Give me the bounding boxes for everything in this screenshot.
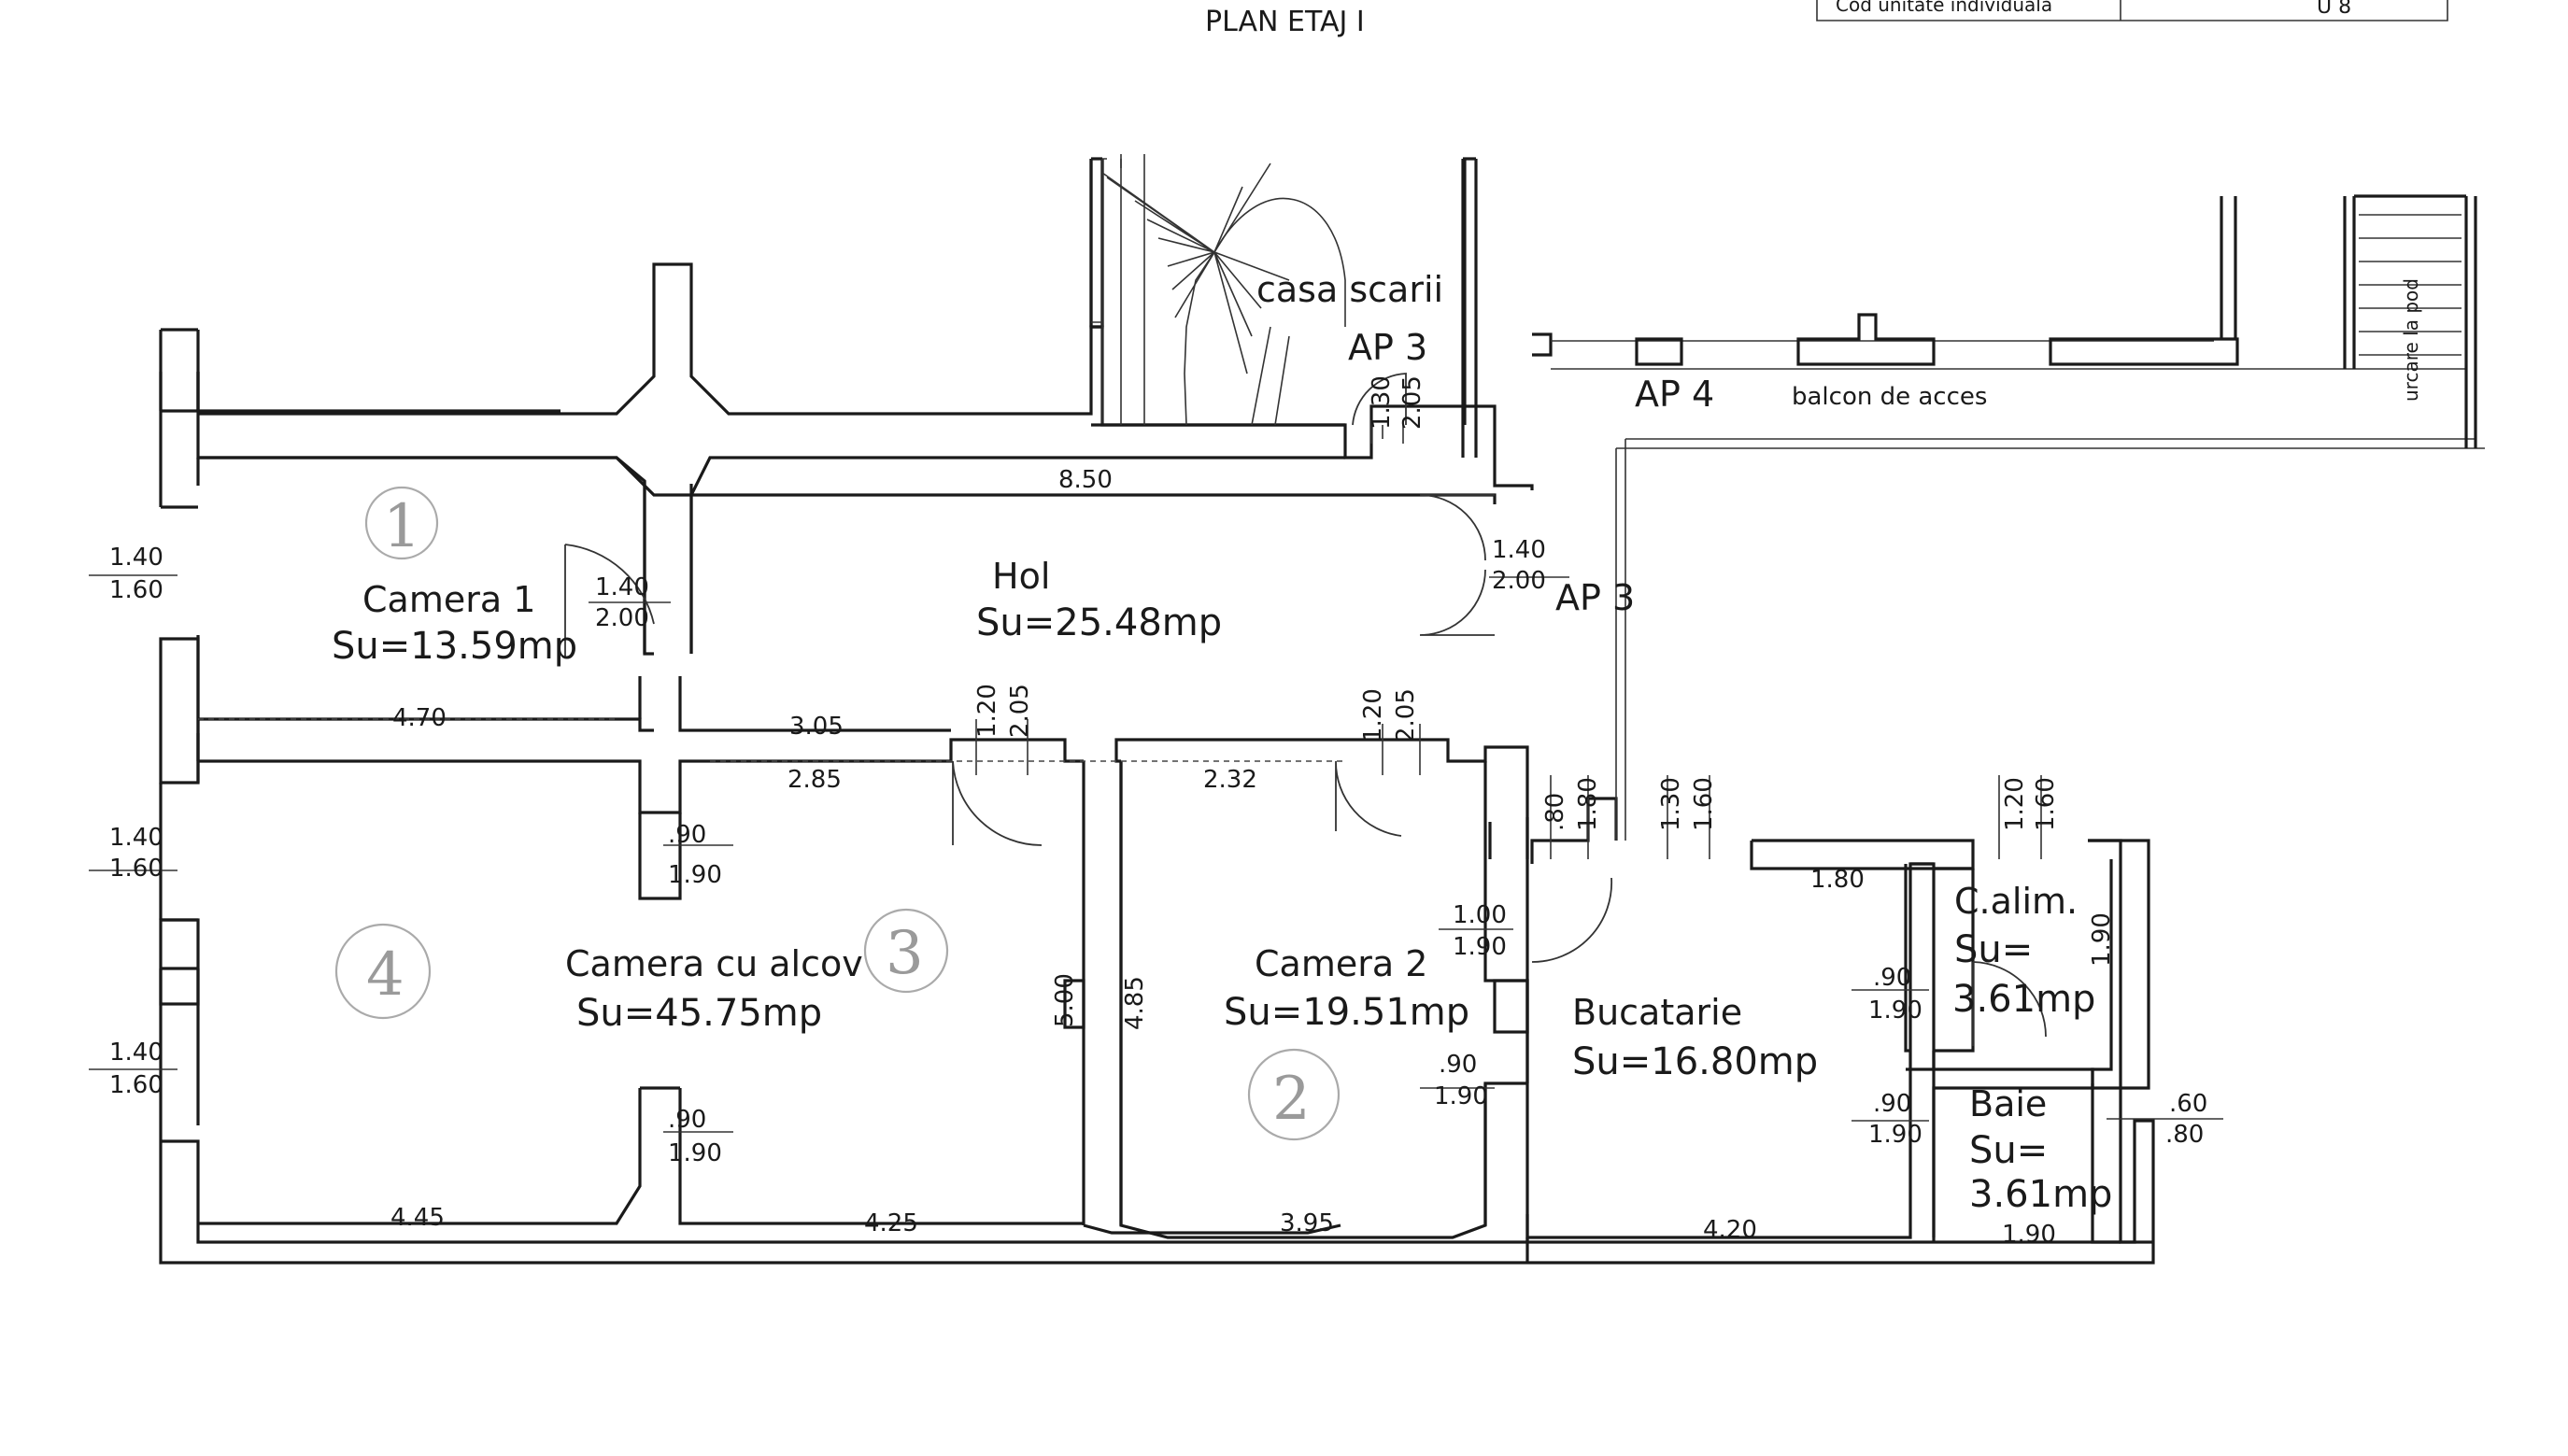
- dim-da2-top: .90: [668, 1106, 706, 1134]
- dim-k3-a: 1.20: [2001, 777, 2029, 831]
- dim-da1-top: .90: [668, 821, 706, 849]
- room-area-baie-label: Su=: [1969, 1129, 2048, 1172]
- dim-c2-b: 2.05: [1392, 688, 1420, 742]
- dim-w2-top: 1.40: [109, 824, 163, 852]
- room-area-hol: Su=25.48mp: [976, 601, 1222, 644]
- dim-k3-b: 1.60: [2032, 777, 2060, 831]
- dim-k2-b: 1.60: [1690, 777, 1718, 831]
- room-name-calim: C.alim.: [1954, 881, 2078, 922]
- dim-dc2-bot: 1.90: [1453, 933, 1507, 961]
- dim-k2-a: 1.30: [1657, 777, 1685, 831]
- dim-190-bottom: 1.90: [2002, 1221, 2056, 1249]
- dim-dap-top: 1.40: [1492, 536, 1546, 564]
- label-casa-scarii: casa scarii: [1256, 269, 1443, 310]
- dim-dk-top: .90: [1873, 964, 1911, 992]
- dim-stair-b: 2.05: [1398, 375, 1426, 430]
- plan-title: PLAN ETAJ I: [1205, 6, 1365, 38]
- dimension-lines: [89, 420, 2223, 1133]
- room-area-alcov: Su=45.75mp: [576, 992, 822, 1035]
- mark-room3: 3: [886, 919, 924, 988]
- dim-w3-bot: 1.60: [109, 1071, 163, 1099]
- dim-bw-top: .60: [2169, 1090, 2207, 1118]
- dim-bw-bot: .80: [2165, 1121, 2204, 1149]
- mark-room4: 4: [366, 940, 404, 1010]
- windows: [159, 918, 1529, 1034]
- dim-850: 8.50: [1058, 466, 1113, 494]
- mark-room1: 1: [383, 492, 421, 561]
- vertical-dimensions: 1.30 2.05 1.20 2.05 1.20 2.05 .80 1.80 1…: [973, 375, 2060, 831]
- dim-da2-bot: 1.90: [668, 1139, 722, 1167]
- room-name-bucatarie: Bucatarie: [1572, 992, 1742, 1033]
- interior-walls: [196, 635, 1936, 1242]
- dim-c2-a: 1.20: [1359, 688, 1387, 742]
- room-area-baie-value: 3.61mp: [1969, 1173, 2112, 1216]
- label-balcon: balcon de acces: [1792, 383, 1987, 411]
- room-area-bucatarie: Su=16.80mp: [1572, 1040, 1818, 1083]
- dim-k1-b: 1.80: [1574, 777, 1602, 831]
- dim-305: 3.05: [789, 713, 844, 741]
- exterior-walls: [159, 328, 2155, 1265]
- dim-470: 4.70: [392, 704, 447, 732]
- dim-w1-top: 1.40: [109, 544, 163, 572]
- dim-dk-bot: 1.90: [1868, 997, 1922, 1025]
- dim-hol-b: 2.05: [1006, 684, 1034, 738]
- dim-dc2b-bot: 1.90: [1434, 1082, 1488, 1110]
- room-name-camera1: Camera 1: [362, 579, 535, 620]
- dim-420: 4.20: [1703, 1216, 1757, 1244]
- handwritten-marks: 1 4 3 2: [334, 486, 1341, 1141]
- dim-500: 5.00: [1051, 973, 1079, 1027]
- dim-dc2-top: 1.00: [1453, 901, 1507, 929]
- dim-db-top: .90: [1873, 1090, 1911, 1118]
- dim-w2-bot: 1.60: [109, 855, 163, 883]
- dim-w1-bot: 1.60: [109, 576, 163, 604]
- fraction-dimensions: 1.40 1.60 1.40 1.60 1.40 1.60 1.40 2.00 …: [109, 536, 2207, 1167]
- label-ap3-top: AP 3: [1348, 327, 1427, 368]
- dim-hol-a: 1.20: [973, 684, 1001, 738]
- dim-190-vertical: 1.90: [2088, 912, 2116, 967]
- label-ap4: AP 4: [1635, 374, 1714, 415]
- dim-dc1-top: 1.40: [595, 573, 649, 601]
- dim-285: 2.85: [787, 766, 842, 794]
- dim-445: 4.45: [390, 1204, 445, 1232]
- staircase: [1089, 154, 1467, 427]
- room-name-alcov: Camera cu alcov: [565, 943, 863, 984]
- stamp-box: Cod unitate individuala U 8: [1816, 0, 2448, 21]
- dim-dap-bot: 2.00: [1492, 567, 1546, 595]
- dim-dc2b-top: .90: [1439, 1051, 1477, 1079]
- room-area-calim-value: 3.61mp: [1952, 978, 2095, 1021]
- dim-180: 1.80: [1810, 866, 1865, 894]
- dim-485: 4.85: [1121, 976, 1149, 1030]
- dimension-labels: 8.50 4.70 3.05 2.85 2.32 4.45 4.25 3.95 …: [390, 466, 2116, 1249]
- label-ap3-side: AP 3: [1555, 577, 1635, 618]
- balcony: [1532, 194, 2485, 841]
- dim-dc1-bot: 2.00: [595, 604, 649, 632]
- dim-db-bot: 1.90: [1868, 1121, 1922, 1149]
- mark-room2: 2: [1272, 1065, 1311, 1134]
- dim-stair-a: 1.30: [1368, 375, 1396, 430]
- room-name-baie: Baie: [1969, 1083, 2047, 1124]
- stamp-value: U 8: [2317, 0, 2351, 19]
- alcove-walls: [198, 813, 1085, 1225]
- room-area-camera2: Su=19.51mp: [1224, 991, 1469, 1034]
- room-name-camera2: Camera 2: [1255, 943, 1427, 984]
- doors: [564, 373, 2047, 1046]
- dim-da1-bot: 1.90: [668, 861, 722, 889]
- room-area-camera1: Su=13.59mp: [332, 625, 577, 668]
- dim-425: 4.25: [864, 1209, 918, 1237]
- room-name-hol: Hol: [992, 556, 1050, 597]
- dim-395: 3.95: [1280, 1209, 1334, 1237]
- label-urcare-pod: urcare la pod: [2400, 278, 2422, 402]
- dim-w3-top: 1.40: [109, 1039, 163, 1067]
- dim-k1-a: .80: [1541, 793, 1569, 831]
- room-area-calim-label: Su=: [1954, 928, 2033, 971]
- dim-232: 2.32: [1203, 766, 1257, 794]
- stamp-label: Cod unitate individuala: [1836, 0, 2052, 16]
